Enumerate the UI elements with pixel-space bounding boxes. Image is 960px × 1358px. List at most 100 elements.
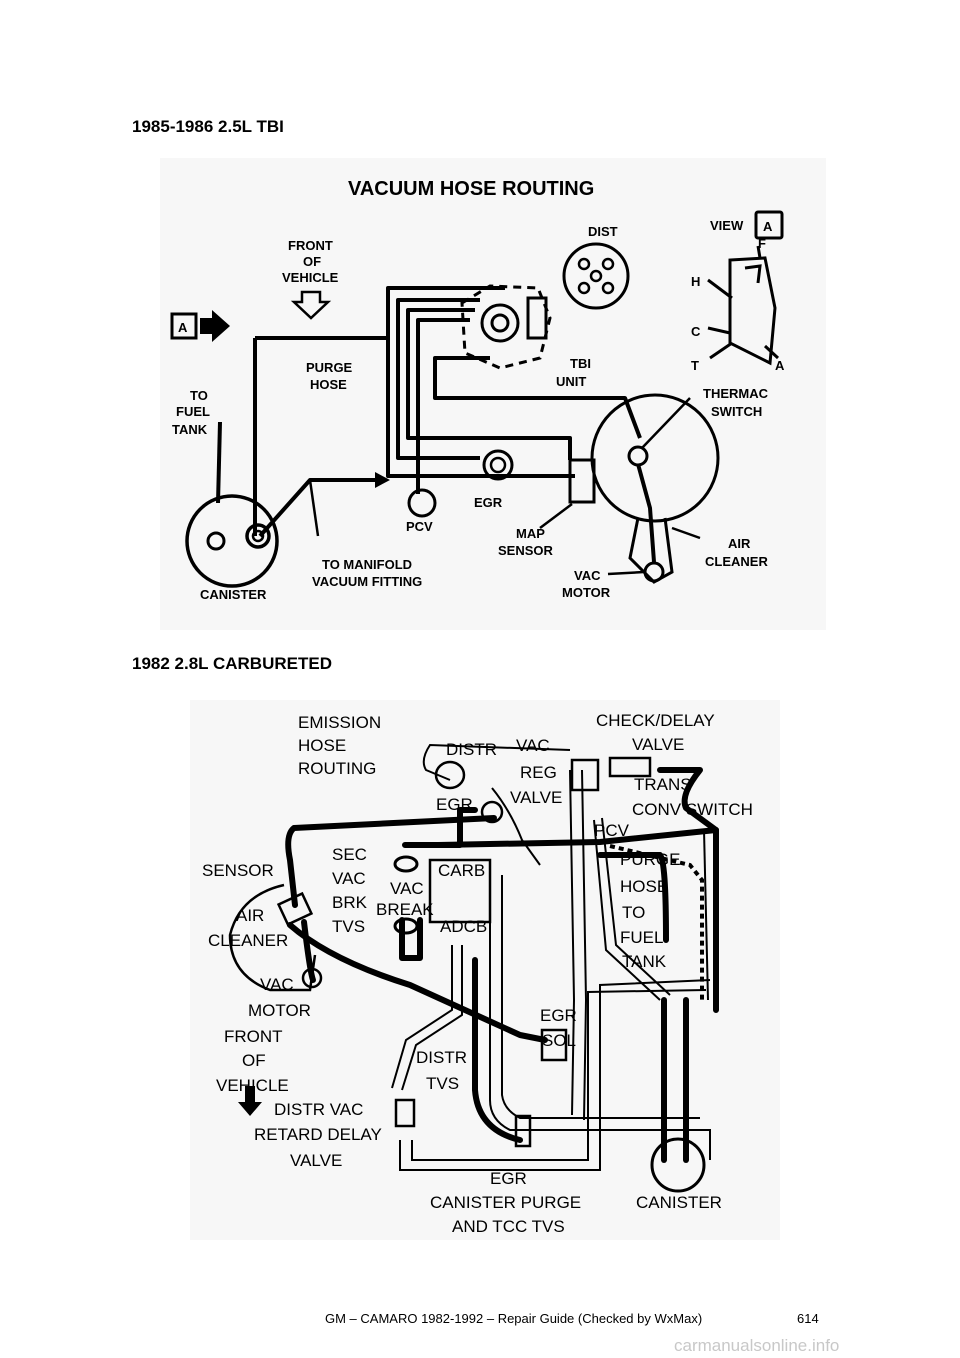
front-label-2: OF — [303, 254, 321, 269]
thermac-detail — [707, 245, 780, 366]
distr-tvs-label-1: DISTR — [416, 1048, 467, 1067]
section-title-carbureted: 1982 2.8L CARBURETED — [132, 654, 332, 673]
canister-purge-label-1: CANISTER PURGE — [430, 1193, 581, 1212]
vac-reg-label-2: REG — [520, 763, 557, 782]
view-label: VIEW — [710, 218, 744, 233]
purge-label-1b: PURGE — [620, 850, 680, 869]
manifold-label-1: TO MANIFOLD — [322, 557, 412, 572]
arrow-a-letter: A — [178, 320, 188, 335]
vac-motor-label-2: MOTOR — [562, 585, 611, 600]
sec-label-2: VAC — [332, 869, 366, 888]
emission-label-2: HOSE — [298, 736, 346, 755]
air-cleaner-2 — [228, 883, 317, 992]
pcv-valve — [407, 488, 437, 518]
canister-purge-label-2: AND TCC TVS — [452, 1217, 565, 1236]
purge-label-3b: TO — [622, 903, 645, 922]
canister-label-2: CANISTER — [636, 1193, 722, 1212]
temp-sensor — [276, 891, 314, 927]
vac-motor-label-1b: VAC — [260, 975, 294, 994]
thermac-switch — [627, 445, 649, 467]
sec-label-3: BRK — [332, 893, 368, 912]
vac-reg-label-3: VALVE — [510, 788, 562, 807]
map-sensor — [568, 458, 596, 504]
front-label-3b: VEHICLE — [216, 1076, 289, 1095]
to-fuel-label-3: TANK — [172, 422, 208, 437]
view-t: T — [691, 358, 699, 373]
distr-tvs — [394, 1098, 416, 1128]
sec-label-1: SEC — [332, 845, 367, 864]
front-arrow-icon — [290, 290, 332, 320]
trans-label-2: CONV SWITCH — [632, 800, 753, 819]
map-label-2: SENSOR — [498, 543, 554, 558]
pcv-label-2: PCV — [594, 821, 630, 840]
vac-motor-label-1: VAC — [574, 568, 601, 583]
carburetor — [428, 858, 492, 924]
distr-tvs-label-2: TVS — [426, 1074, 459, 1093]
vac-break-label-2: BREAK — [376, 900, 434, 919]
egr-label: EGR — [474, 495, 503, 510]
front-label-1b: FRONT — [224, 1027, 283, 1046]
vacuum-hoses — [216, 286, 656, 563]
vac-motor-label-2b: MOTOR — [248, 1001, 311, 1020]
thermac-label-1: THERMAC — [703, 386, 769, 401]
trans-label-1: TRANS — [634, 775, 692, 794]
sec-vac-brk-tvs — [393, 855, 419, 873]
tbi-label-1: TBI — [570, 356, 591, 371]
canister — [185, 494, 279, 588]
canister-purge-tvs — [514, 1114, 532, 1148]
front-label-1: FRONT — [288, 238, 333, 253]
emission-label-3: ROUTING — [298, 759, 376, 778]
view-h: H — [691, 274, 700, 289]
air-cleaner — [590, 393, 720, 523]
air-cleaner-label-2: CLEANER — [705, 554, 768, 569]
front-arrow-down-icon — [238, 1086, 262, 1116]
check-delay-label-1: CHECK/DELAY — [596, 711, 715, 730]
sensor-label: SENSOR — [202, 861, 274, 880]
footer-guide-title: GM – CAMARO 1982-1992 – Repair Guide (Ch… — [325, 1311, 703, 1326]
view-f: F — [758, 236, 766, 251]
air-cleaner-label-1: AIR — [728, 536, 751, 551]
distr-label: DISTR — [446, 740, 497, 759]
view-box — [754, 210, 784, 240]
manifold-arrow-icon — [375, 472, 390, 488]
egr-top-label: EGR — [436, 795, 473, 814]
tbi-unit — [460, 284, 552, 370]
purge-label-2: HOSE — [310, 377, 347, 392]
arrow-right-icon — [200, 310, 230, 342]
view-c: C — [691, 324, 701, 339]
dist-label: DIST — [588, 224, 618, 239]
sec-label-4: TVS — [332, 917, 365, 936]
adcb-label: ADCB — [440, 917, 487, 936]
pcv-label: PCV — [406, 519, 433, 534]
retard-label-3: VALVE — [290, 1151, 342, 1170]
canister-label: CANISTER — [200, 587, 267, 602]
purge-hose-dashed — [609, 844, 704, 1000]
hoses-outlined — [391, 743, 711, 1171]
egr-valve-top — [480, 800, 504, 824]
vac-motor-2 — [301, 967, 323, 989]
manifold-label-2: VACUUM FITTING — [312, 574, 422, 589]
egr-valve — [482, 449, 514, 481]
to-fuel-label-2: FUEL — [176, 404, 210, 419]
front-label-3: VEHICLE — [282, 270, 339, 285]
trans-conv-switch — [608, 756, 652, 778]
canister-2 — [650, 1137, 706, 1193]
emission-label-1: EMISSION — [298, 713, 381, 732]
purge-label-2b: HOSE — [620, 877, 668, 896]
egr-sol-label-1: EGR — [540, 1006, 577, 1025]
front-label-2b: OF — [242, 1051, 266, 1070]
diagram-2-svg: EMISSION HOSE ROUTING CHECK/DELAY VALVE … — [202, 711, 753, 1236]
section-title-tbi: 1985-1986 2.5L TBI — [132, 117, 284, 136]
diagram-heading: VACUUM HOSE ROUTING — [348, 178, 594, 200]
view-box-letter: A — [763, 219, 773, 234]
view-a: A — [775, 358, 785, 373]
carb-label: CARB — [438, 861, 485, 880]
retard-label-1: DISTR VAC — [274, 1100, 363, 1119]
map-label-1: MAP — [516, 526, 545, 541]
purge-label-1: PURGE — [306, 360, 353, 375]
tbi-label-2: UNIT — [556, 374, 586, 389]
arrow-a-box — [170, 312, 198, 340]
diagram-1-svg: VACUUM HOSE ROUTING VIEW A F H C T A FRO… — [170, 178, 785, 602]
egr-sol-label-2: SOL — [542, 1031, 576, 1050]
purge-label-4b: FUEL — [620, 928, 663, 947]
